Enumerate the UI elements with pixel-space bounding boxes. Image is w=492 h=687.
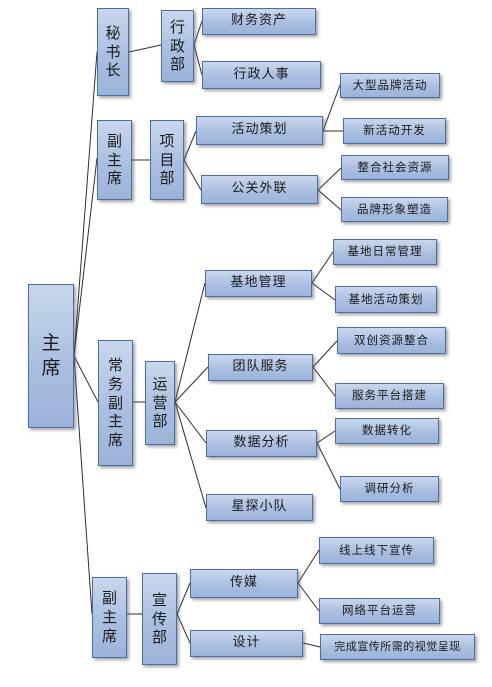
node-operations-dept: 运营部 xyxy=(145,361,175,445)
node-scout-team-label: 星探小队 xyxy=(231,499,288,515)
node-data-conversion: 数据转化 xyxy=(335,418,439,444)
node-online-platform-operation-label: 网络平台运营 xyxy=(342,603,417,618)
node-research-analysis: 调研分析 xyxy=(340,476,439,502)
node-data-analysis: 数据分析 xyxy=(206,430,317,457)
node-vice-chairman-2-label: 副主席 xyxy=(101,589,117,645)
node-publicity-dept: 宣传部 xyxy=(142,573,177,665)
node-online-offline-publicity-label: 线上线下宣传 xyxy=(339,542,414,557)
node-operations-dept-label: 运营部 xyxy=(152,374,168,431)
node-secretary-general-label: 秘书长 xyxy=(105,23,121,80)
node-data-analysis-label: 数据分析 xyxy=(233,435,290,451)
node-base-management: 基地管理 xyxy=(205,270,312,297)
node-data-conversion-label: 数据转化 xyxy=(362,423,412,438)
node-media-label: 传媒 xyxy=(229,575,258,591)
node-executive-vice-chairman-label: 常务副主席 xyxy=(107,356,123,450)
node-admin-dept: 行政部 xyxy=(161,10,194,82)
node-visual-presentation-label: 完成宣传所需的视觉呈现 xyxy=(334,639,461,653)
node-vice-chairman-1-label: 副主席 xyxy=(106,131,122,188)
node-admin-hr: 行政人事 xyxy=(202,61,321,89)
node-base-daily-management: 基地日常管理 xyxy=(333,239,437,265)
node-design: 设计 xyxy=(190,630,303,657)
node-design-label: 设计 xyxy=(232,635,261,651)
node-service-platform-label: 服务平台搭建 xyxy=(352,388,427,403)
node-innovation-resources: 双创资源整合 xyxy=(337,327,446,354)
node-scout-team: 星探小队 xyxy=(206,494,313,521)
node-finance-assets-label: 财务资产 xyxy=(230,13,287,29)
node-finance-assets: 财务资产 xyxy=(202,8,316,35)
node-public-relations: 公关外联 xyxy=(201,175,318,204)
node-publicity-dept-label: 宣传部 xyxy=(151,590,167,647)
node-event-planning-label: 活动策划 xyxy=(231,122,288,138)
node-online-offline-publicity: 线上线下宣传 xyxy=(319,537,434,564)
node-brand-image-label: 品牌形象塑造 xyxy=(357,201,432,216)
node-new-events: 新活动开发 xyxy=(343,118,446,144)
node-service-platform: 服务平台搭建 xyxy=(335,383,444,409)
node-vice-chairman-2: 副主席 xyxy=(92,577,127,658)
node-online-platform-operation: 网络平台运营 xyxy=(319,598,440,624)
node-brand-events-label: 大型品牌活动 xyxy=(352,77,428,92)
node-vice-chairman-1: 副主席 xyxy=(97,120,132,200)
node-innovation-resources-label: 双创资源整合 xyxy=(354,332,429,347)
node-project-dept-label: 项目部 xyxy=(159,131,175,188)
node-base-management-label: 基地管理 xyxy=(230,275,287,291)
node-brand-events: 大型品牌活动 xyxy=(340,73,440,98)
node-secretary-general: 秘书长 xyxy=(97,8,129,96)
node-visual-presentation: 完成宣传所需的视觉呈现 xyxy=(320,634,475,660)
node-admin-dept-label: 行政部 xyxy=(169,17,185,74)
node-social-resources: 整合社会资源 xyxy=(341,155,449,180)
node-media: 传媒 xyxy=(190,569,298,598)
node-base-event-planning-label: 基地活动策划 xyxy=(348,291,424,306)
node-base-event-planning: 基地活动策划 xyxy=(335,286,437,313)
node-brand-image: 品牌形象塑造 xyxy=(341,197,448,222)
node-base-daily-management-label: 基地日常管理 xyxy=(347,244,423,259)
node-new-events-label: 新活动开发 xyxy=(363,123,426,138)
node-social-resources-label: 整合社会资源 xyxy=(357,159,433,174)
node-executive-vice-chairman: 常务副主席 xyxy=(98,340,133,466)
node-project-dept: 项目部 xyxy=(150,120,184,200)
node-team-service-label: 团队服务 xyxy=(232,359,289,375)
node-chairman: 主席 xyxy=(28,284,74,428)
node-public-relations-label: 公关外联 xyxy=(231,181,288,197)
node-chairman-label: 主席 xyxy=(41,332,61,379)
node-event-planning: 活动策划 xyxy=(196,116,323,145)
node-team-service: 团队服务 xyxy=(208,354,313,381)
node-admin-hr-label: 行政人事 xyxy=(233,66,290,82)
node-research-analysis-label: 调研分析 xyxy=(364,481,415,496)
